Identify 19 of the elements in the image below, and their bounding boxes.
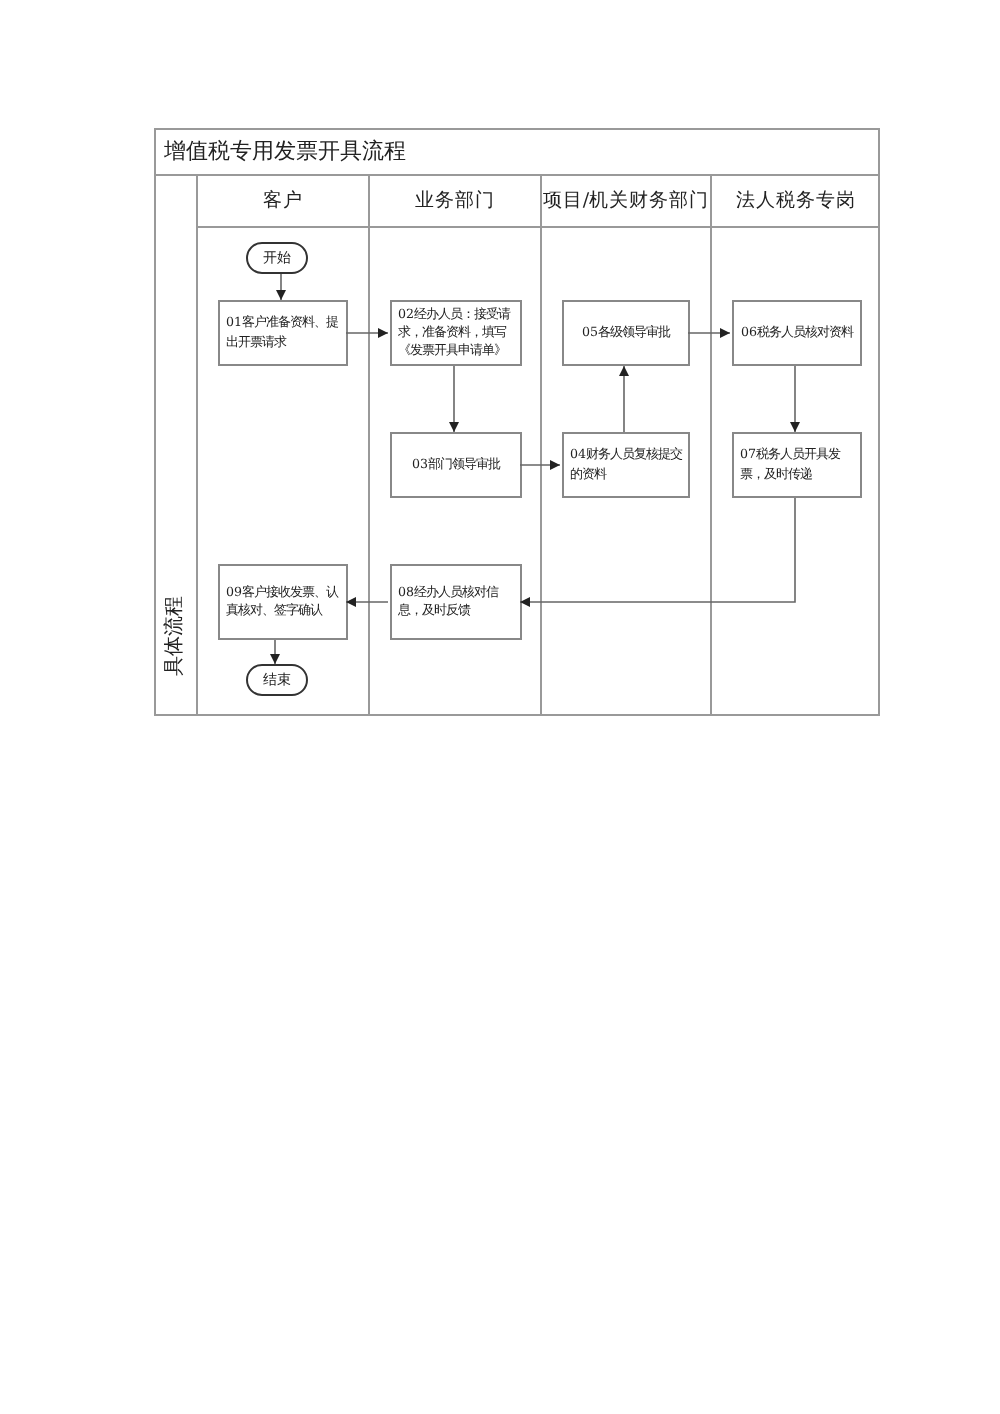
title: 增值税专用发票开具流程 <box>164 136 406 168</box>
arrow <box>345 328 389 338</box>
arrow <box>449 365 459 433</box>
arrow <box>790 365 800 433</box>
lane-heading: 客户 <box>261 187 305 215</box>
lane-heading: 项目/机关财务部门 <box>542 187 710 215</box>
swimlane <box>710 174 880 716</box>
arrow <box>519 497 796 607</box>
lane-heading: 法人税务专岗 <box>734 187 858 215</box>
arrow <box>276 273 286 301</box>
lane-heading: 业务部门 <box>413 187 497 215</box>
arrow <box>519 460 561 470</box>
arrow <box>270 639 280 665</box>
arrow <box>687 328 731 338</box>
arrow <box>345 597 389 607</box>
swimlane <box>368 174 540 716</box>
side-label: 具体流程 <box>161 594 187 680</box>
swimlane <box>540 174 710 716</box>
arrow <box>619 365 629 433</box>
